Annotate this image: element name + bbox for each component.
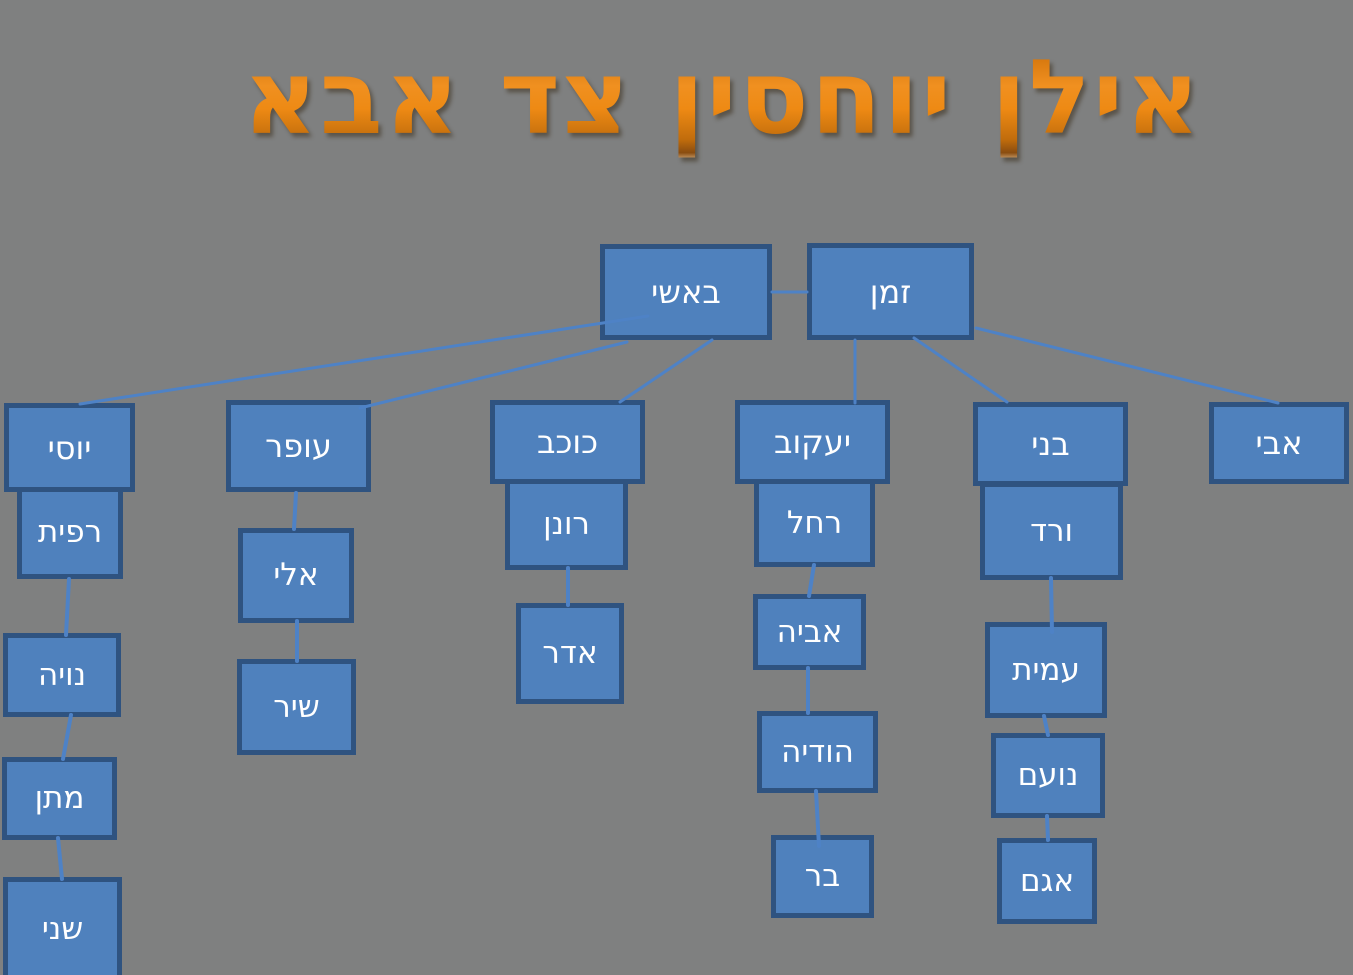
connector-bashi-yossi	[78, 314, 650, 406]
connector-matan-shani	[56, 836, 64, 881]
tree-node-yossi[interactable]: יוסי	[4, 403, 135, 492]
tree-node-noam[interactable]: נועם	[991, 733, 1105, 818]
tree-node-ofer[interactable]: עופר	[226, 400, 371, 492]
tree-node-yaakov[interactable]: יעקוב	[735, 400, 890, 484]
tree-node-bashi[interactable]: באשי	[600, 244, 772, 340]
connector-bashi-kochav	[618, 338, 714, 404]
tree-node-eli[interactable]: אלי	[238, 528, 354, 623]
tree-node-rachel[interactable]: רחל	[754, 479, 875, 567]
connector-rachel-aviya	[807, 563, 816, 598]
tree-node-bar[interactable]: בר	[771, 835, 874, 918]
connector-zaman-beni	[912, 336, 1009, 404]
tree-node-aviya[interactable]: אביה	[753, 594, 866, 670]
tree-node-hodaya[interactable]: הודיה	[757, 711, 878, 793]
connector-bashi-ofer	[358, 340, 629, 410]
tree-node-noya[interactable]: נויה	[3, 633, 121, 717]
diagram-title: אילן יוחסין צד אבא	[46, 34, 1353, 163]
connector-zaman-avi	[974, 326, 1280, 405]
connector-rafit-noya	[64, 577, 71, 637]
tree-node-beni[interactable]: בני	[973, 402, 1128, 486]
tree-node-shani[interactable]: שני	[3, 877, 122, 975]
tree-node-amit[interactable]: עמית	[985, 622, 1107, 718]
tree-node-kochav[interactable]: כוכב	[490, 400, 645, 484]
tree-node-ronen[interactable]: רונן	[505, 478, 628, 570]
tree-node-rafit[interactable]: רפית	[17, 486, 123, 579]
connector-noya-matan	[61, 713, 73, 761]
tree-node-agam[interactable]: אגם	[997, 838, 1097, 924]
connector-noam-agam	[1045, 814, 1050, 842]
connector-ofer-eli	[292, 491, 298, 531]
tree-node-adar[interactable]: אדר	[516, 603, 624, 704]
tree-node-vered[interactable]: ורד	[980, 482, 1123, 580]
tree-node-shir[interactable]: שיר	[237, 659, 356, 755]
tree-node-avi[interactable]: אבי	[1209, 402, 1349, 484]
tree-node-zaman[interactable]: זמן	[807, 243, 974, 340]
tree-node-matan[interactable]: מתן	[2, 757, 117, 840]
